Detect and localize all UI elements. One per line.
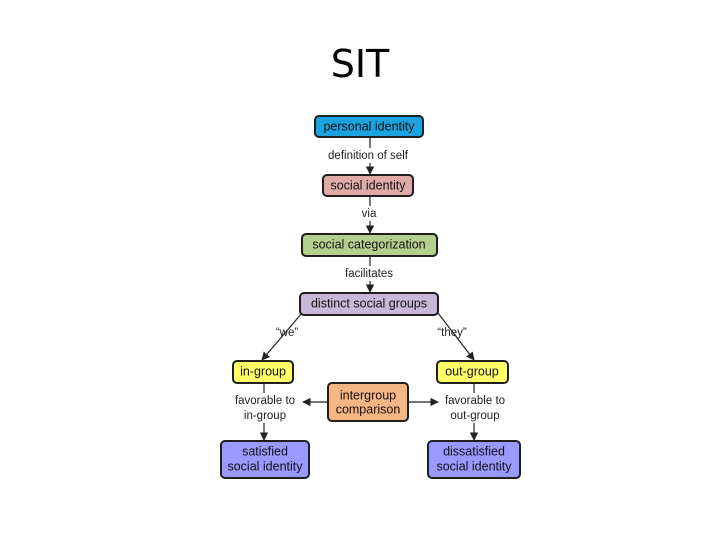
node-social-categorization: social categorization xyxy=(301,233,438,257)
edge-label-favorable-to-ingroup: favorable to in-group xyxy=(230,393,300,423)
node-distinct-social-groups: distinct social groups xyxy=(299,292,439,316)
edge-label-they: “they” xyxy=(437,327,467,339)
edge-label-via: via xyxy=(356,206,384,221)
edge-label-facilitates: facilitates xyxy=(340,266,400,281)
svg-text:definition of self: definition of self xyxy=(328,150,409,162)
svg-text:comparison: comparison xyxy=(336,402,401,416)
svg-text:out-group: out-group xyxy=(450,410,499,422)
svg-text:facilitates: facilitates xyxy=(345,268,393,280)
node-personal-identity: personal identity xyxy=(314,115,424,138)
svg-text:favorable to: favorable to xyxy=(445,395,505,407)
svg-text:intergroup: intergroup xyxy=(340,388,396,402)
svg-text:social categorization: social categorization xyxy=(312,237,425,251)
svg-text:in-group: in-group xyxy=(240,364,286,378)
svg-text:personal identity: personal identity xyxy=(323,119,415,133)
edge-label-definition-of-self: definition of self xyxy=(322,148,418,163)
node-satisfied-social-identity: satisfied social identity xyxy=(220,440,310,479)
svg-text:“we”: “we” xyxy=(276,327,299,339)
svg-text:satisfied: satisfied xyxy=(242,444,288,458)
svg-text:dissatisfied: dissatisfied xyxy=(443,444,505,458)
node-social-identity: social identity xyxy=(322,174,414,197)
node-dissatisfied-social-identity: dissatisfied social identity xyxy=(427,440,521,479)
node-out-group: out-group xyxy=(436,360,509,384)
svg-text:out-group: out-group xyxy=(445,364,499,378)
svg-text:social identity: social identity xyxy=(227,459,303,473)
node-in-group: in-group xyxy=(232,360,294,384)
edge-label-we: “we” xyxy=(276,327,299,339)
node-intergroup-comparison: intergroup comparison xyxy=(327,382,409,422)
svg-text:via: via xyxy=(362,208,377,220)
edge-groups-to-outgroup xyxy=(437,312,475,361)
svg-text:social identity: social identity xyxy=(436,459,512,473)
svg-text:distinct social groups: distinct social groups xyxy=(311,296,427,310)
svg-text:social identity: social identity xyxy=(330,178,406,192)
slide-title: SIT xyxy=(330,42,390,86)
svg-text:in-group: in-group xyxy=(244,410,286,422)
edge-label-favorable-to-outgroup: favorable to out-group xyxy=(440,393,510,423)
svg-text:favorable to: favorable to xyxy=(235,395,295,407)
svg-text:“they”: “they” xyxy=(437,327,467,339)
edge-groups-to-ingroup xyxy=(261,312,303,361)
